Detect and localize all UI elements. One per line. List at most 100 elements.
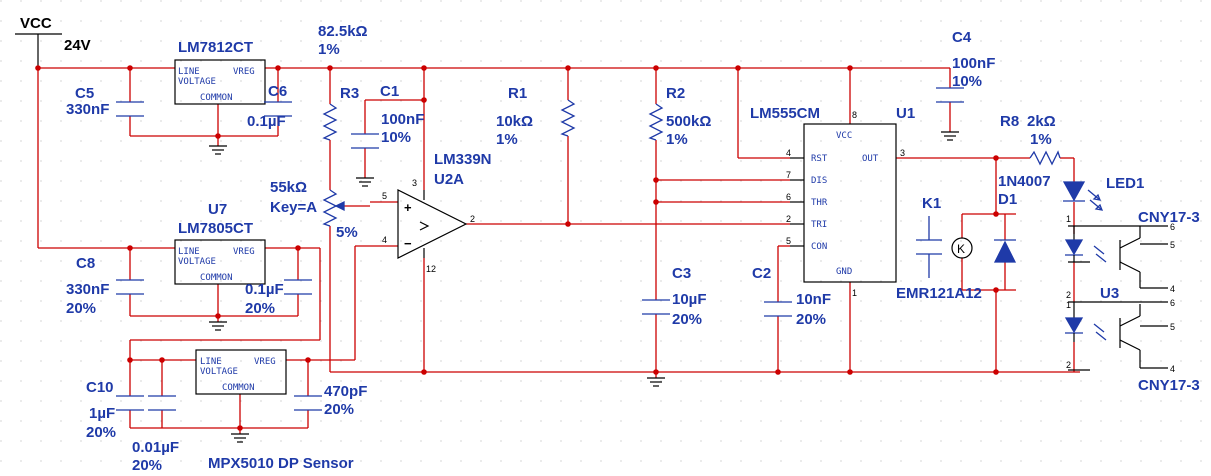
svg-text:−: −: [404, 236, 412, 251]
junctions: [35, 65, 999, 431]
c7-value: 0.1µF: [245, 281, 284, 298]
led-ref: LED1: [1106, 175, 1144, 192]
svg-text:RST: RST: [811, 154, 828, 164]
c8-value: 330nF: [66, 281, 109, 298]
svg-text:COMMON: COMMON: [200, 273, 233, 283]
opto-ref: U3: [1100, 285, 1119, 302]
r1-tol: 1%: [496, 131, 518, 148]
c2-ref: C2: [752, 265, 771, 282]
svg-text:2: 2: [470, 214, 475, 224]
opamp-name: LM339N: [434, 151, 492, 168]
r3-ref: R3: [340, 85, 359, 102]
resistor-symbols: [322, 99, 1061, 227]
relay-k1: K: [916, 216, 973, 278]
regulator-u7-name: LM7805CT: [178, 220, 253, 237]
svg-text:7: 7: [786, 170, 791, 180]
c4-tol: 10%: [952, 73, 982, 90]
r8-value: 2kΩ: [1027, 113, 1056, 130]
regulator-lm7812-name: LM7812CT: [178, 39, 253, 56]
svg-text:LINE: LINE: [178, 247, 200, 257]
c4-ref: C4: [952, 29, 972, 46]
r2-value: 500kΩ: [666, 113, 711, 130]
svg-text:5: 5: [382, 191, 387, 201]
c5-value: 330nF: [66, 101, 109, 118]
c12-tol: 20%: [324, 401, 354, 418]
relay-ref: K1: [922, 195, 941, 212]
c11-tol: 20%: [132, 457, 162, 474]
svg-text:COMMON: COMMON: [222, 383, 255, 393]
svg-text:VREG: VREG: [254, 357, 276, 367]
c10-value: 1µF: [89, 405, 115, 422]
svg-text:4: 4: [1170, 364, 1175, 374]
pot-value: 55kΩ: [270, 179, 307, 196]
opamp-ref: U2A: [434, 171, 464, 188]
svg-text:CON: CON: [811, 242, 827, 252]
r-top-tol: 1%: [318, 41, 340, 58]
svg-text:6: 6: [786, 192, 791, 202]
r8-ref: R8: [1000, 113, 1019, 130]
sensor-block: LINE VOLTAGE VREG COMMON: [195, 349, 287, 395]
svg-text:THR: THR: [811, 198, 828, 208]
c1-tol: 10%: [381, 129, 411, 146]
svg-text:1: 1: [1066, 214, 1071, 224]
svg-text:3: 3: [412, 178, 417, 188]
capacitor-symbols: [116, 87, 964, 411]
svg-text:5: 5: [786, 236, 791, 246]
opto-part-bottom: CNY17-3: [1138, 377, 1200, 394]
svg-text:+: +: [404, 200, 412, 215]
svg-text:VREG: VREG: [233, 67, 255, 77]
c11-value: 0.01µF: [132, 439, 179, 456]
c1-ref: C1: [380, 83, 399, 100]
c4-value: 100nF: [952, 55, 995, 72]
c1-value: 100nF: [381, 111, 424, 128]
c7-tol: 20%: [245, 300, 275, 317]
c6-value: 0.1µF: [247, 113, 286, 130]
r2-ref: R2: [666, 85, 685, 102]
svg-text:VOLTAGE: VOLTAGE: [178, 77, 216, 87]
svg-text:4: 4: [1170, 284, 1175, 294]
led-led1: [1062, 181, 1104, 211]
timer-name: LM555CM: [750, 105, 820, 122]
c3-ref: C3: [672, 265, 691, 282]
c8-ref: C8: [76, 255, 95, 272]
c2-value: 10nF: [796, 291, 831, 308]
ground-symbols: [209, 131, 959, 443]
svg-text:3: 3: [900, 148, 905, 158]
svg-text:5: 5: [1170, 240, 1175, 250]
svg-text:8: 8: [852, 110, 857, 120]
diode-ref: D1: [998, 191, 1017, 208]
svg-text:DIS: DIS: [811, 176, 827, 186]
relay-name: EMR121A12: [896, 285, 982, 302]
wires: [37, 67, 1080, 434]
c10-tol: 20%: [86, 424, 116, 441]
c6-ref: C6: [268, 83, 287, 100]
r8-tol: 1%: [1030, 131, 1052, 148]
svg-text:1: 1: [852, 288, 857, 298]
opto-part-top: CNY17-3: [1138, 209, 1200, 226]
c5-ref: C5: [75, 85, 94, 102]
sensor-name: MPX5010 DP Sensor: [208, 455, 354, 472]
optocoupler-u3: 1 2 1 2 6 5 4 6 5 4: [1064, 214, 1175, 374]
svg-text:VCC: VCC: [836, 131, 852, 141]
c3-tol: 20%: [672, 311, 702, 328]
svg-text:VOLTAGE: VOLTAGE: [200, 367, 238, 377]
timer-ref: U1: [896, 105, 915, 122]
r1-ref: R1: [508, 85, 527, 102]
timer-lm555: VCC RST OUT DIS THR TRI CON GND 8 4 3 7 …: [786, 110, 905, 298]
c12-value: 470pF: [324, 383, 367, 400]
svg-text:4: 4: [382, 235, 387, 245]
svg-text:LINE: LINE: [200, 357, 222, 367]
r1-value: 10kΩ: [496, 113, 533, 130]
regulator-u7-ref: U7: [208, 201, 227, 218]
svg-text:2: 2: [786, 214, 791, 224]
svg-text:VREG: VREG: [233, 247, 255, 257]
vcc-label: VCC: [20, 15, 52, 32]
supply-voltage: 24V: [64, 37, 91, 54]
svg-text:OUT: OUT: [862, 154, 879, 164]
svg-text:12: 12: [426, 264, 436, 274]
r2-tol: 1%: [666, 131, 688, 148]
diode-name: 1N4007: [998, 173, 1051, 190]
svg-text:VOLTAGE: VOLTAGE: [178, 257, 216, 267]
svg-text:COMMON: COMMON: [200, 93, 233, 103]
